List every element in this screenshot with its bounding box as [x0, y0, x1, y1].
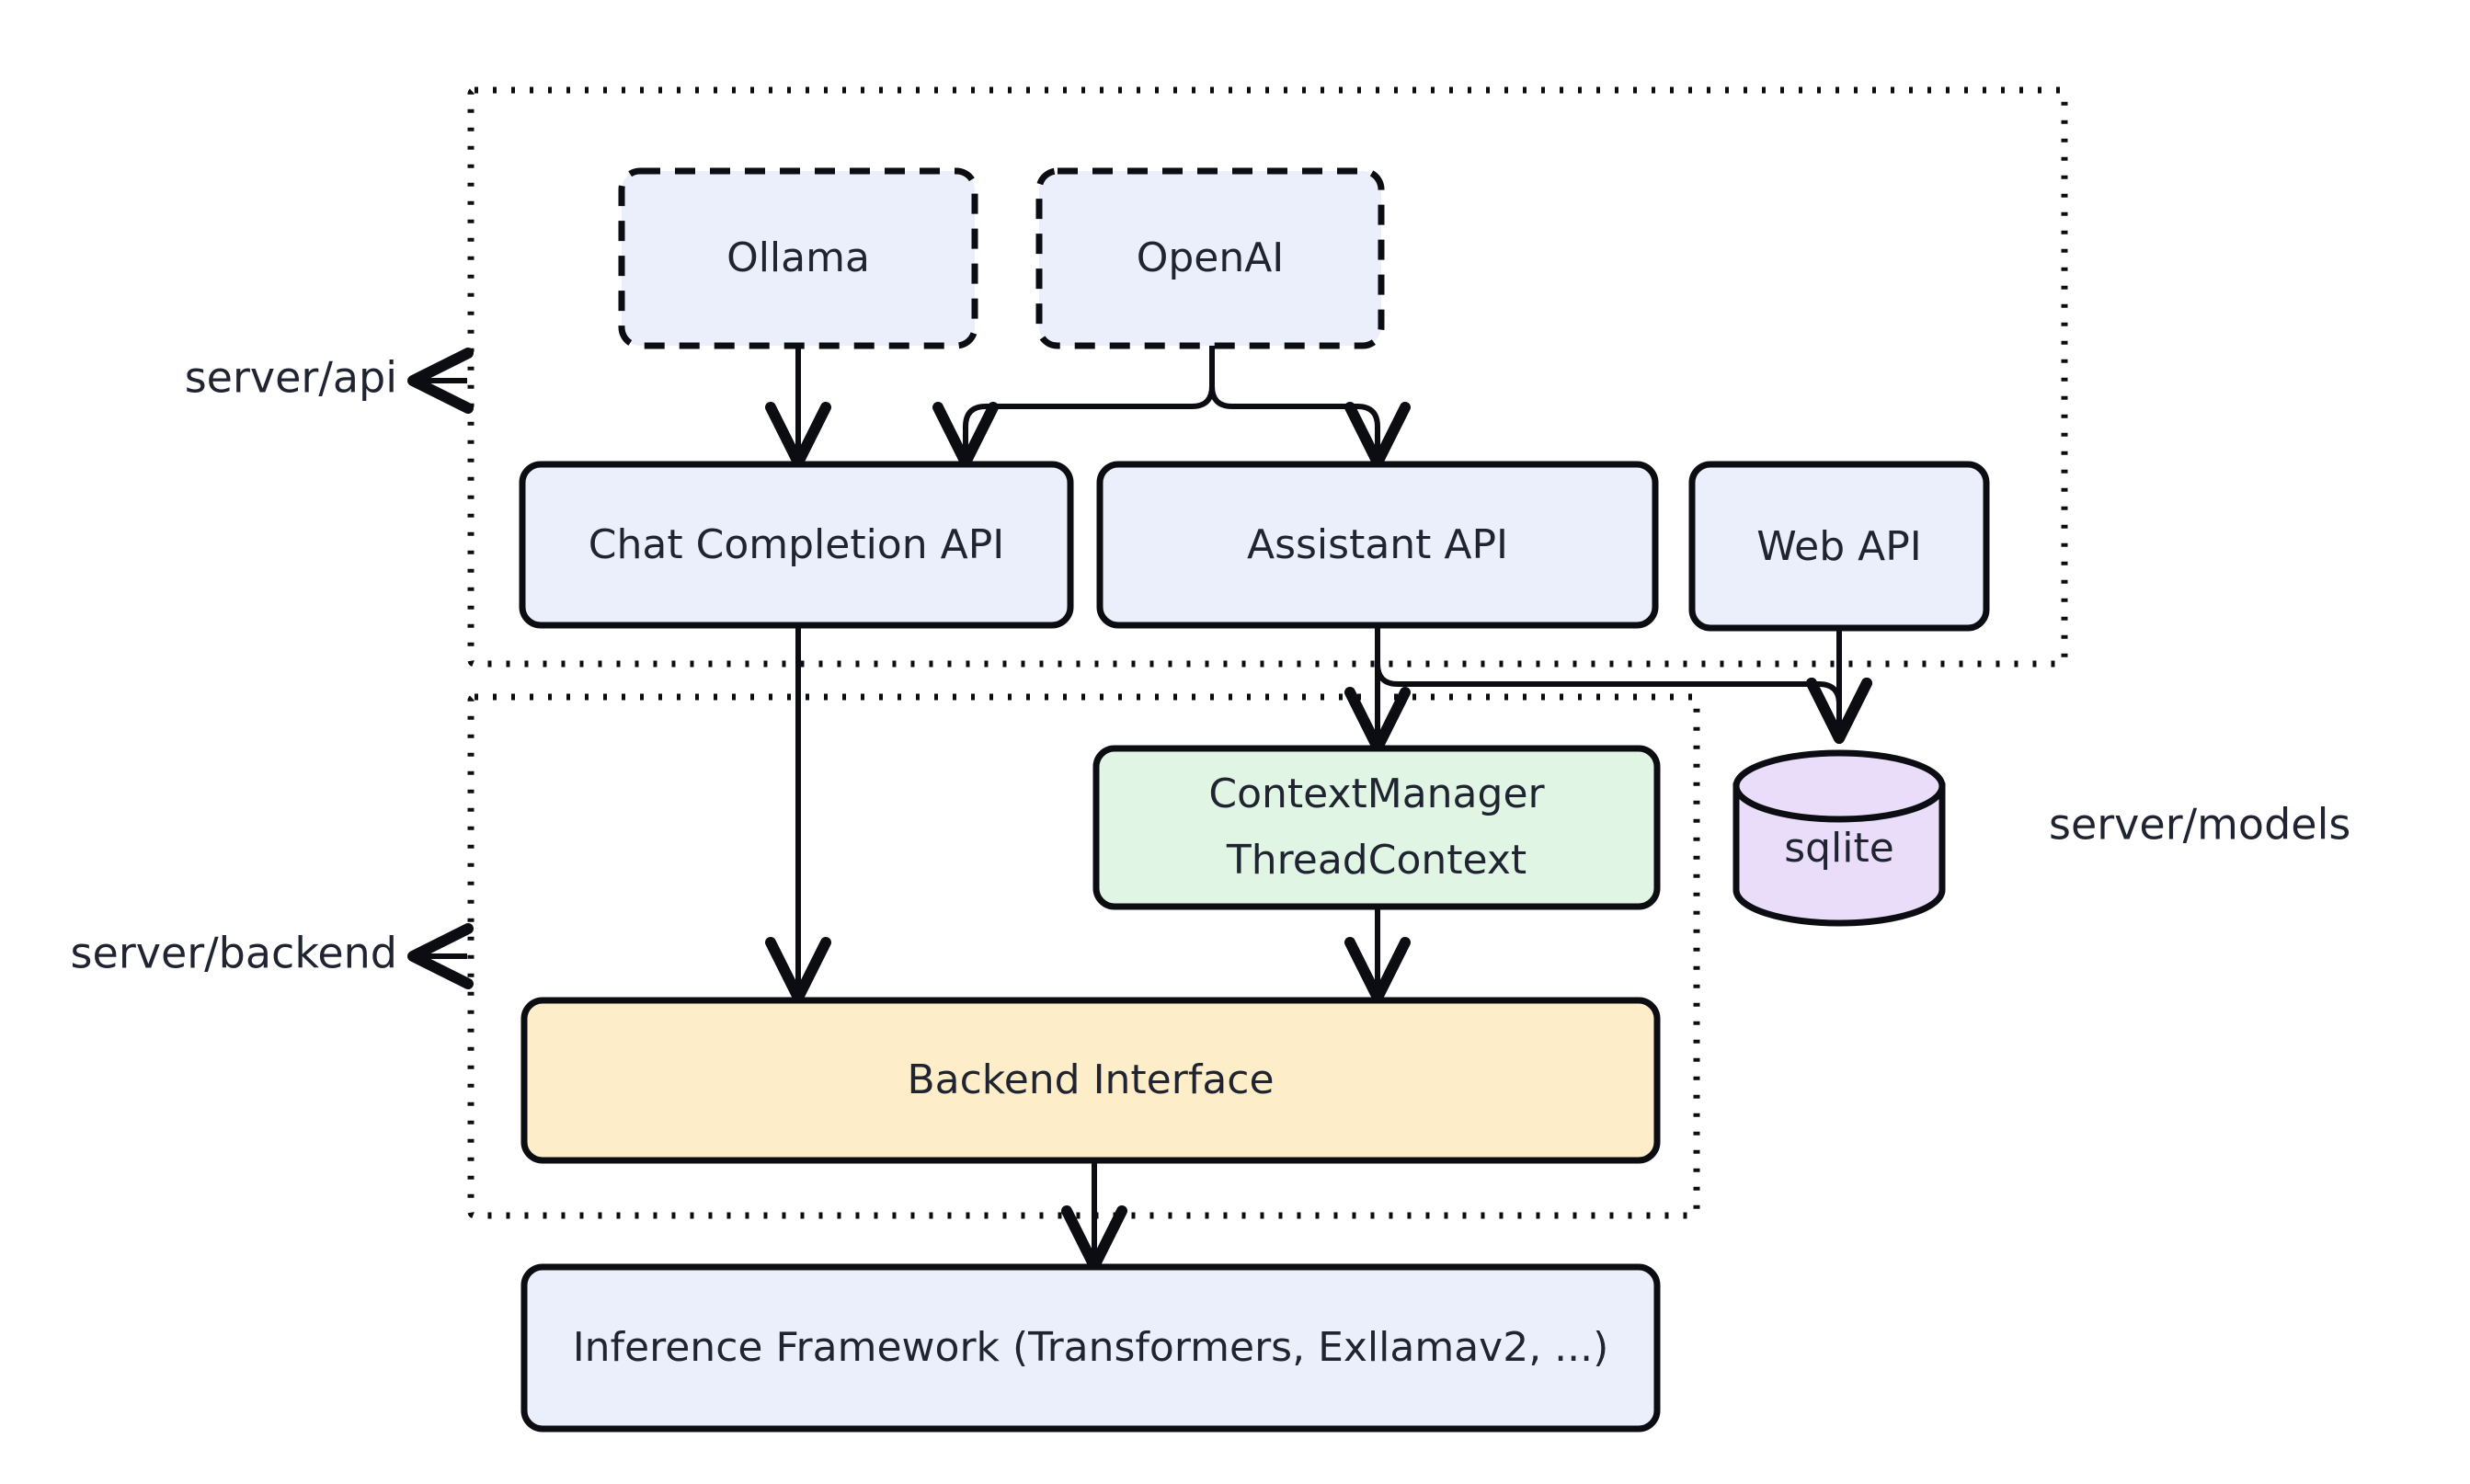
- node-ollama[interactable]: Ollama: [618, 167, 978, 349]
- node-assistant-api[interactable]: Assistant API: [1096, 461, 1659, 629]
- node-chat-completion-api-label: Chat Completion API: [589, 521, 1004, 568]
- node-ollama-shape[interactable]: [618, 167, 978, 349]
- node-sqlite-label: sqlite: [1784, 825, 1894, 872]
- node-sqlite-top[interactable]: [1732, 749, 1946, 823]
- node-chat-completion-api[interactable]: Chat Completion API: [519, 461, 1074, 629]
- node-backend-interface-label: Backend Interface: [907, 1056, 1274, 1103]
- edge-openai-to-chat: [932, 346, 1215, 468]
- node-assistant-api-label: Assistant API: [1247, 521, 1508, 568]
- node-inference-framework-label: Inference Framework (Transformers, Exlla…: [573, 1324, 1609, 1371]
- node-sqlite[interactable]: sqlite: [1732, 749, 1946, 927]
- node-backend-interface[interactable]: Backend Interface: [520, 997, 1661, 1164]
- node-context-manager-shape[interactable]: [1092, 745, 1661, 910]
- edge-assistant-to-sqlite: [1375, 625, 1872, 744]
- cluster-label-server-api: server/api: [185, 353, 397, 403]
- node-web-api-shape[interactable]: [1688, 461, 1990, 632]
- node-context-manager-label-line2: ThreadContext: [1226, 837, 1527, 884]
- node-ollama-label: Ollama: [726, 234, 870, 281]
- cluster-label-server-backend: server/backend: [71, 929, 397, 978]
- node-openai-label: OpenAI: [1137, 234, 1285, 281]
- node-sqlite-body[interactable]: [1732, 782, 1946, 927]
- cluster-server-api: [467, 86, 2068, 668]
- node-chat-completion-api-shape[interactable]: [519, 461, 1074, 629]
- node-web-api[interactable]: Web API: [1688, 461, 1990, 632]
- cluster-label-server-models: server/models: [2049, 800, 2350, 850]
- node-assistant-api-shape[interactable]: [1096, 461, 1659, 629]
- node-inference-framework[interactable]: Inference Framework (Transformers, Exlla…: [520, 1263, 1661, 1433]
- node-inference-framework-shape[interactable]: [520, 1263, 1661, 1433]
- node-openai-shape[interactable]: [1035, 167, 1385, 349]
- node-web-api-label: Web API: [1756, 523, 1922, 570]
- edge-openai-to-assistant: [1209, 346, 1411, 468]
- node-backend-interface-shape[interactable]: [520, 997, 1661, 1164]
- node-context-manager[interactable]: ContextManager ThreadContext: [1092, 745, 1661, 910]
- node-openai[interactable]: OpenAI: [1035, 167, 1385, 349]
- node-context-manager-label-line1: ContextManager: [1208, 771, 1545, 817]
